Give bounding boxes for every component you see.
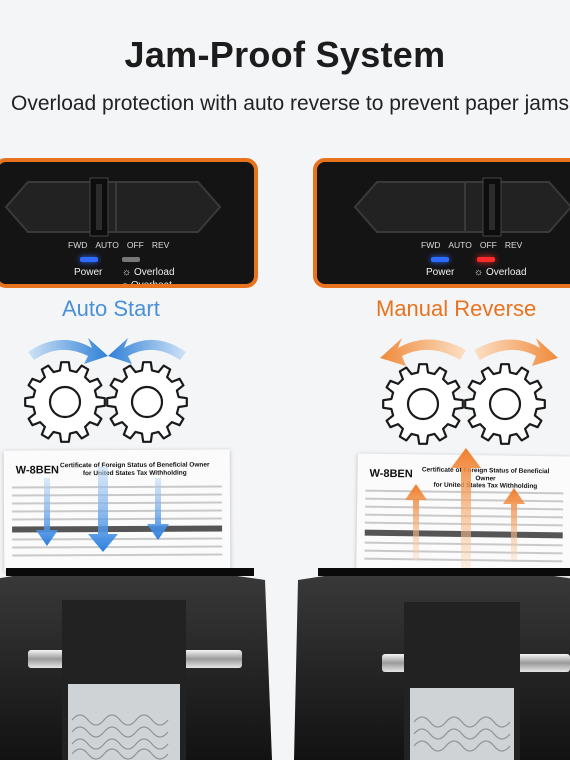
power-led-left	[80, 257, 98, 262]
control-panel-right: FWD AUTO OFF REV Power ☼ Overload	[313, 158, 570, 288]
gear-right-2-icon	[464, 363, 546, 445]
switch-label-fwd: FWD	[68, 240, 88, 250]
blue-rotation-arrow-left-icon	[28, 338, 108, 364]
power-led-right	[431, 257, 449, 262]
shredder-right	[294, 568, 570, 760]
switch-label-auto: AUTO	[95, 240, 119, 250]
switch-labels-left: FWD AUTO OFF REV	[68, 240, 177, 250]
gear-right-1-icon	[382, 363, 464, 445]
overheat-label-left: ○ Overheat	[122, 280, 172, 288]
switch-housing-left	[4, 177, 222, 237]
auto-start-title: Auto Start	[62, 296, 160, 321]
shredder-left	[0, 568, 272, 760]
overload-led-left	[122, 257, 140, 262]
power-label-right: Power	[426, 267, 455, 278]
page-subtitle: Overload protection with auto reverse to…	[11, 92, 569, 115]
switch-housing-right	[353, 177, 570, 237]
orange-rotation-arrow-right-icon	[474, 338, 558, 366]
power-label-left: Power	[74, 267, 103, 278]
overload-label-left: ☼ Overload	[122, 267, 175, 278]
overload-led-right	[477, 257, 495, 262]
blue-rotation-arrow-right-icon	[108, 338, 186, 364]
manual-reverse-title: Manual Reverse	[376, 296, 537, 321]
gear-left-1-icon	[24, 361, 106, 443]
switch-labels-right: FWD AUTO OFF REV	[421, 240, 530, 250]
switch-label-rev: REV	[504, 240, 523, 250]
switch-label-off: OFF	[479, 240, 497, 250]
control-panel-left: FWD AUTO OFF REV Power ☼ Overload ○ Overhea…	[0, 158, 258, 288]
switch-label-fwd: FWD	[421, 240, 441, 250]
overload-label-right: ☼ Overload	[474, 267, 527, 278]
gear-left-2-icon	[106, 361, 188, 443]
switch-label-rev: REV	[151, 240, 170, 250]
switch-label-off: OFF	[126, 240, 144, 250]
orange-rotation-arrow-left-icon	[380, 338, 466, 366]
switch-label-auto: AUTO	[448, 240, 472, 250]
page-title: Jam-Proof System	[124, 34, 446, 75]
